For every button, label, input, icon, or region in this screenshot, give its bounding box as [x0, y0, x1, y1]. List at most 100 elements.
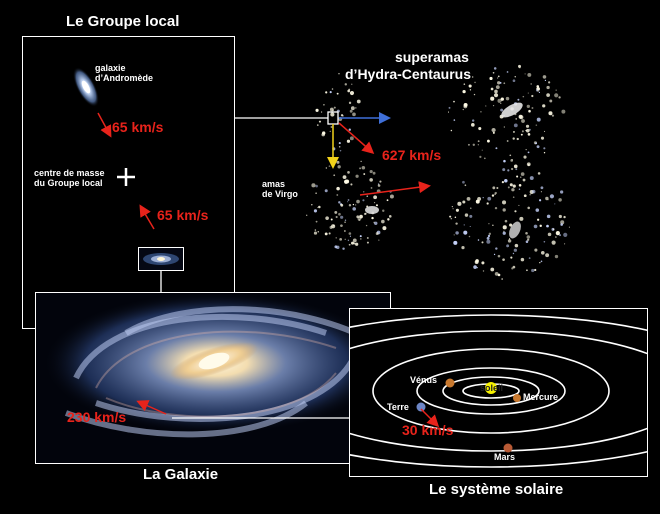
earth-speed: 30 km/s	[402, 422, 454, 438]
star-dot	[548, 81, 551, 84]
star-dot	[338, 212, 341, 216]
andromeda-speed: 65 km/s	[112, 119, 164, 135]
star-dot	[512, 265, 516, 269]
star-dot	[328, 232, 331, 235]
star-dot	[493, 253, 496, 256]
star-dot	[502, 208, 506, 212]
star-dot	[522, 95, 525, 98]
star-dot	[360, 160, 362, 163]
star-dot	[503, 82, 506, 85]
star-dot	[344, 230, 346, 232]
star-dot	[348, 128, 351, 131]
star-dot	[486, 202, 489, 205]
star-dot	[535, 208, 540, 212]
star-dot	[540, 186, 544, 190]
virgo-cluster-label: amas de Virgo	[262, 179, 298, 199]
star-dot	[334, 210, 338, 214]
star-dot	[539, 261, 541, 264]
star-dot	[560, 190, 564, 194]
star-dot	[335, 215, 338, 219]
star-dot	[463, 83, 466, 85]
local-group-title: Le Groupe local	[66, 13, 180, 30]
star-dot	[543, 240, 546, 243]
star-dot	[560, 223, 563, 226]
milky-way-thumbnail	[138, 247, 184, 271]
star-dot	[488, 223, 490, 225]
star-dot	[346, 139, 351, 143]
star-dot	[526, 104, 530, 108]
star-dot	[518, 64, 522, 68]
star-dot	[472, 76, 474, 78]
star-dot	[535, 124, 538, 126]
star-dot	[493, 67, 497, 70]
star-dot	[476, 266, 478, 269]
star-dot	[387, 218, 390, 221]
star-dot	[490, 267, 495, 272]
milky-way-image	[41, 293, 390, 438]
star-dot	[554, 93, 559, 98]
star-dot	[462, 108, 464, 111]
star-dot	[517, 98, 520, 101]
star-dot	[449, 215, 452, 218]
star-dot	[333, 106, 336, 109]
star-dot	[340, 203, 344, 207]
star-dot	[469, 89, 472, 91]
star-dot	[377, 184, 381, 187]
star-dot	[559, 234, 562, 237]
star-dot	[348, 204, 352, 207]
star-dot	[505, 96, 510, 101]
star-dot	[504, 179, 508, 183]
star-dot	[543, 147, 546, 150]
star-dot	[340, 224, 343, 228]
star-dot	[365, 224, 368, 227]
star-dot	[494, 271, 499, 276]
star-dot	[526, 128, 530, 133]
star-dot	[338, 142, 341, 145]
star-dot	[508, 238, 511, 240]
center-of-mass-label: centre de masse du Groupe local	[34, 168, 105, 188]
star-dot	[366, 236, 369, 239]
star-dot	[356, 199, 360, 204]
star-dot	[352, 112, 356, 117]
star-dot	[546, 214, 551, 219]
star-dot	[359, 167, 362, 170]
star-dot	[525, 129, 527, 132]
star-dot	[471, 123, 475, 127]
star-dot	[463, 230, 468, 235]
star-dot	[324, 232, 328, 236]
star-dot	[350, 106, 355, 111]
star-dot	[339, 237, 343, 241]
star-dot	[468, 84, 472, 88]
star-dot	[389, 194, 394, 199]
star-dot	[318, 120, 322, 123]
andromeda-galaxy-image	[72, 67, 100, 107]
star-dot	[477, 196, 482, 201]
star-dot	[349, 235, 352, 237]
star-dot	[491, 194, 495, 197]
star-dot	[454, 216, 457, 219]
star-dot	[510, 167, 514, 171]
star-dot	[329, 225, 333, 229]
star-dot	[497, 98, 502, 103]
star-dot	[518, 204, 520, 206]
star-dot	[536, 218, 540, 221]
star-dot	[492, 105, 495, 107]
star-dot	[492, 224, 494, 226]
star-dot	[531, 189, 536, 194]
mercury-icon	[513, 394, 521, 402]
star-dot	[355, 174, 359, 178]
star-dot	[538, 199, 542, 202]
venus-icon	[445, 378, 455, 388]
star-dot	[347, 201, 349, 203]
mars-orbit	[372, 348, 610, 434]
star-dot	[497, 254, 501, 258]
star-dot	[540, 250, 545, 255]
star-dot	[374, 221, 378, 226]
solar-system-title: Le système solaire	[429, 481, 564, 498]
star-dot	[362, 199, 365, 202]
star-dot	[388, 215, 392, 218]
star-dot	[480, 111, 482, 113]
star-dot	[482, 270, 485, 272]
star-dot	[497, 75, 500, 78]
star-dot	[340, 215, 344, 219]
